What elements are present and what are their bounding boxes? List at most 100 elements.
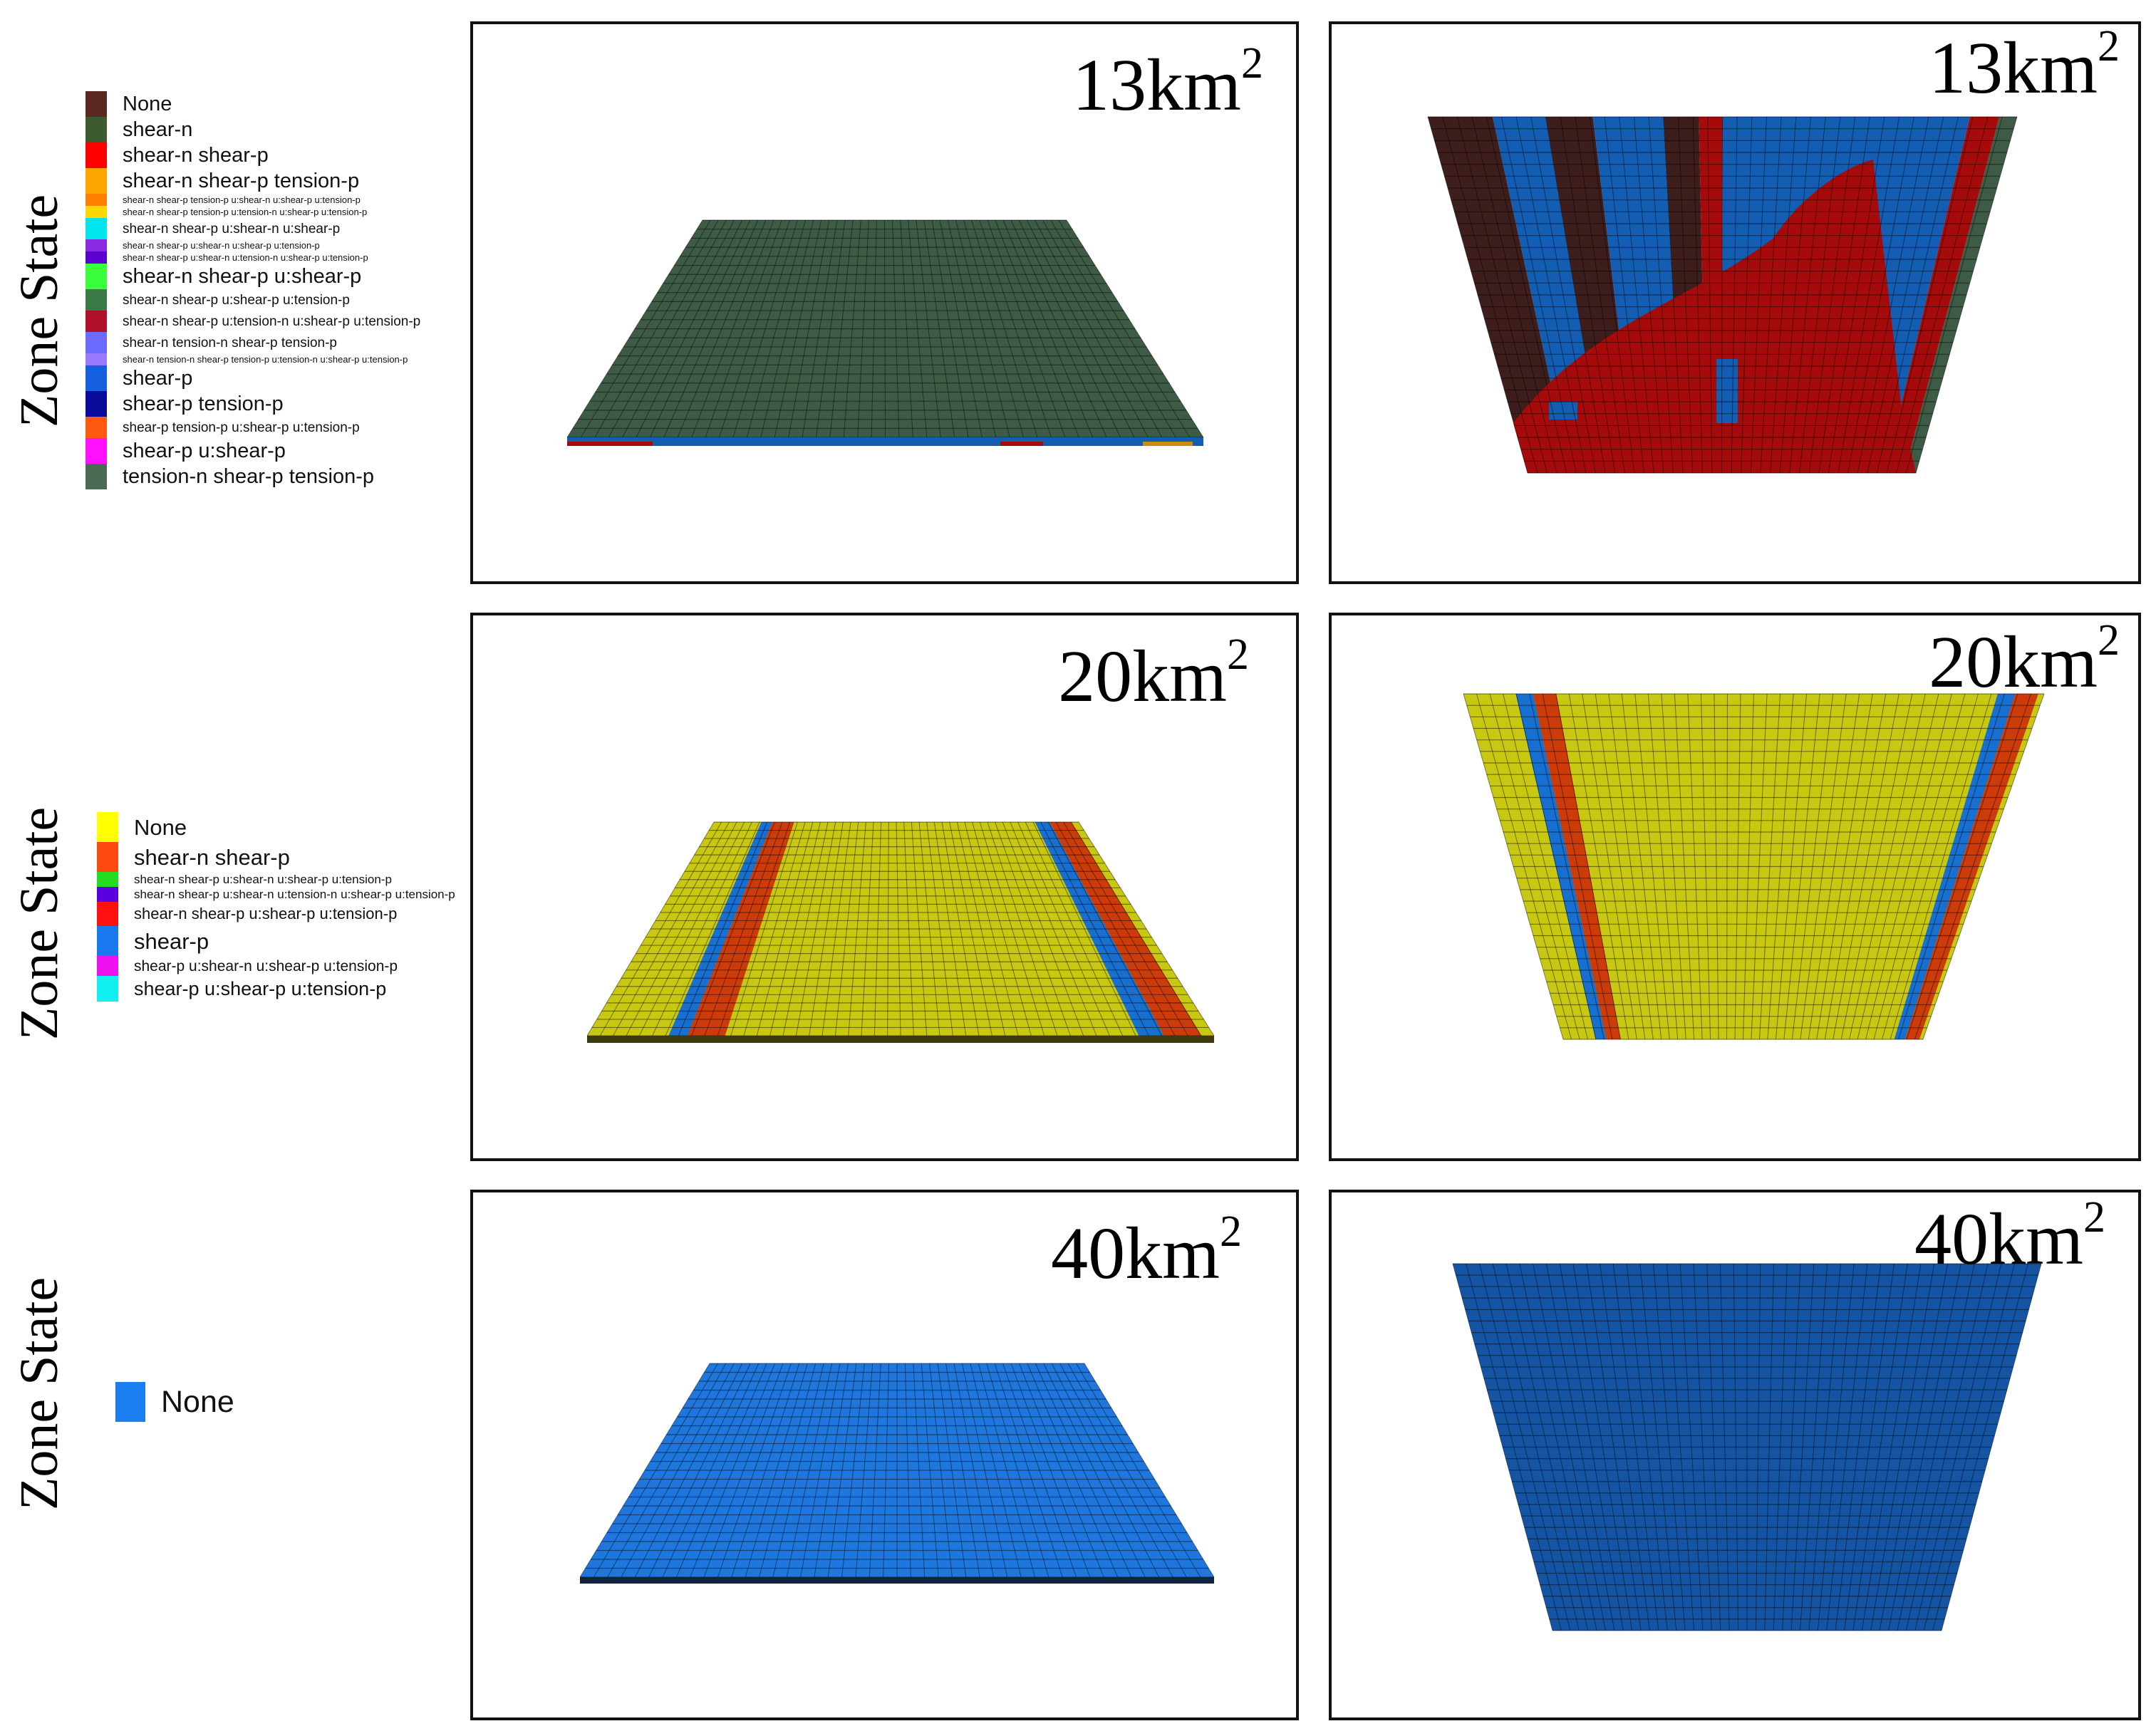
mesh-gridline — [1790, 1263, 1815, 1631]
mesh-gridline — [1608, 693, 1654, 1040]
mesh-gridline — [972, 821, 1032, 1036]
legend-label: shear-p tension-p — [123, 392, 284, 415]
mesh-gridline — [929, 1363, 953, 1578]
panel-40km-flat: 40km2 — [470, 1190, 1299, 1720]
mesh-band — [1533, 694, 1621, 1039]
legend-item: shear-n shear-p u:shear-p u:tension-p — [97, 902, 455, 926]
mesh-gridline — [1486, 116, 1567, 474]
mesh-gridline — [1634, 693, 1670, 1040]
mesh-gridline — [1519, 1263, 1597, 1631]
mesh-gridline — [1059, 1363, 1173, 1578]
mesh-gridline — [1010, 1363, 1091, 1578]
legend-label: tension-n shear-p tension-p — [123, 464, 375, 488]
mesh-gridline — [1783, 693, 1820, 1040]
mesh-gridline — [1600, 1263, 1650, 1631]
mesh-gridline — [1779, 116, 1812, 474]
mesh-gridline — [939, 219, 983, 438]
mesh-gridline — [1849, 693, 1926, 1040]
mesh-gridline — [995, 219, 1079, 438]
mesh-gridline — [1692, 116, 1703, 474]
mesh-gridline — [1873, 693, 1966, 1040]
legend-item: shear-n shear-p u:shear-p — [85, 264, 420, 289]
legend-item: tension-n shear-p tension-p — [85, 464, 420, 489]
mesh-gridline — [1835, 1263, 1882, 1631]
legend-swatch — [85, 391, 107, 417]
legend-swatch — [97, 926, 118, 956]
mesh-gridline — [1010, 821, 1097, 1036]
mesh-gridline — [1078, 821, 1215, 1036]
legend-label: shear-n shear-p u:shear-p u:tension-p — [134, 905, 398, 922]
mesh-gridline — [1626, 1263, 1668, 1631]
mesh-gridline — [979, 219, 1052, 438]
mesh-gridline — [1808, 1263, 1841, 1631]
legend-swatch — [85, 464, 107, 489]
mesh-gridline — [788, 219, 830, 438]
mesh-red-region — [1513, 160, 1916, 473]
mesh-gridline — [1515, 693, 1597, 1040]
mesh-gridline — [923, 219, 955, 438]
mesh-blue-patch — [1549, 402, 1577, 420]
mesh-gridline — [918, 821, 940, 1036]
mesh-gridline — [1503, 693, 1588, 1040]
legend-swatch — [85, 417, 107, 438]
mesh-gridline — [987, 821, 1058, 1036]
mesh-gridline — [613, 821, 730, 1036]
mesh-gridline — [690, 1363, 775, 1578]
panel-40km-tilted: 40km2 — [1329, 1190, 2141, 1720]
area-label: 13km2 — [1929, 22, 2120, 109]
legend-item: shear-n shear-p u:shear-p u:tension-p — [85, 289, 420, 311]
mesh-gridline — [1726, 693, 1728, 1040]
mesh-base — [567, 437, 1203, 446]
mesh-gridline — [745, 1363, 808, 1578]
mesh-gridline — [841, 1363, 865, 1578]
legend-swatch — [85, 239, 107, 251]
mesh-band — [1049, 822, 1202, 1036]
mesh-gridline — [855, 1363, 874, 1578]
legend-item: None — [115, 1382, 234, 1422]
mesh-40km-flat — [579, 1363, 1215, 1584]
mesh-gridline — [1027, 219, 1135, 438]
legend-item: shear-n shear-p tension-p u:shear-n u:sh… — [85, 194, 420, 206]
mesh-gridline — [662, 1363, 760, 1578]
legend-label: shear-p u:shear-n u:shear-p u:tension-p — [134, 957, 398, 974]
mesh-gridline — [931, 219, 969, 438]
mesh-gridline — [978, 1363, 1035, 1578]
mesh-gridline — [1555, 693, 1621, 1040]
legend-label: None — [134, 814, 187, 840]
mesh-gridline — [1505, 1263, 1589, 1631]
legend-item: shear-n shear-p u:shear-n u:shear-p u:te… — [85, 239, 420, 251]
panel-13km-flat: 13km2 — [470, 21, 1299, 584]
mesh-gridline — [1050, 219, 1176, 438]
mesh-gridline — [1743, 693, 1754, 1040]
mesh-gridline — [621, 1363, 735, 1578]
mesh-gridline — [1019, 1363, 1104, 1578]
legend-item: None — [85, 91, 420, 117]
mesh-gridline — [945, 1363, 980, 1578]
mesh-gridline — [1010, 219, 1107, 438]
legend-item: shear-p tension-p — [85, 391, 420, 417]
mesh-gridline — [593, 1363, 718, 1578]
mesh-gridline — [1604, 116, 1644, 474]
mesh-gridline — [994, 1363, 1063, 1578]
legend-swatch — [85, 218, 107, 239]
mesh-gridline — [1479, 1263, 1571, 1631]
mesh-gridline — [904, 1363, 911, 1578]
mesh-gridline — [1733, 1263, 1739, 1631]
legend-item: shear-n tension-n shear-p tension-p u:te… — [85, 353, 420, 365]
row-label-2: Zone State — [9, 806, 69, 1040]
mesh-40km-tilted — [1452, 1263, 2042, 1631]
mesh-surface — [1453, 1264, 2041, 1631]
mesh-gridline — [953, 1363, 994, 1578]
mesh-gridline — [887, 821, 889, 1036]
mesh-gridline — [622, 219, 735, 438]
mesh-gridline — [730, 821, 798, 1036]
mesh-gridline — [1751, 693, 1768, 1040]
legend-label: shear-n shear-p u:shear-n u:tension-n u:… — [123, 252, 368, 263]
legend-swatch — [97, 887, 118, 902]
legend-item: shear-p u:shear-p u:tension-p — [97, 976, 455, 1002]
legend-label: shear-n shear-p tension-p — [123, 169, 360, 192]
mesh-gridline — [1760, 116, 1782, 474]
mesh-gridline — [1932, 1263, 2028, 1631]
mesh-gridline — [995, 821, 1071, 1036]
legend-item: shear-p u:shear-n u:shear-p u:tension-p — [97, 956, 455, 976]
